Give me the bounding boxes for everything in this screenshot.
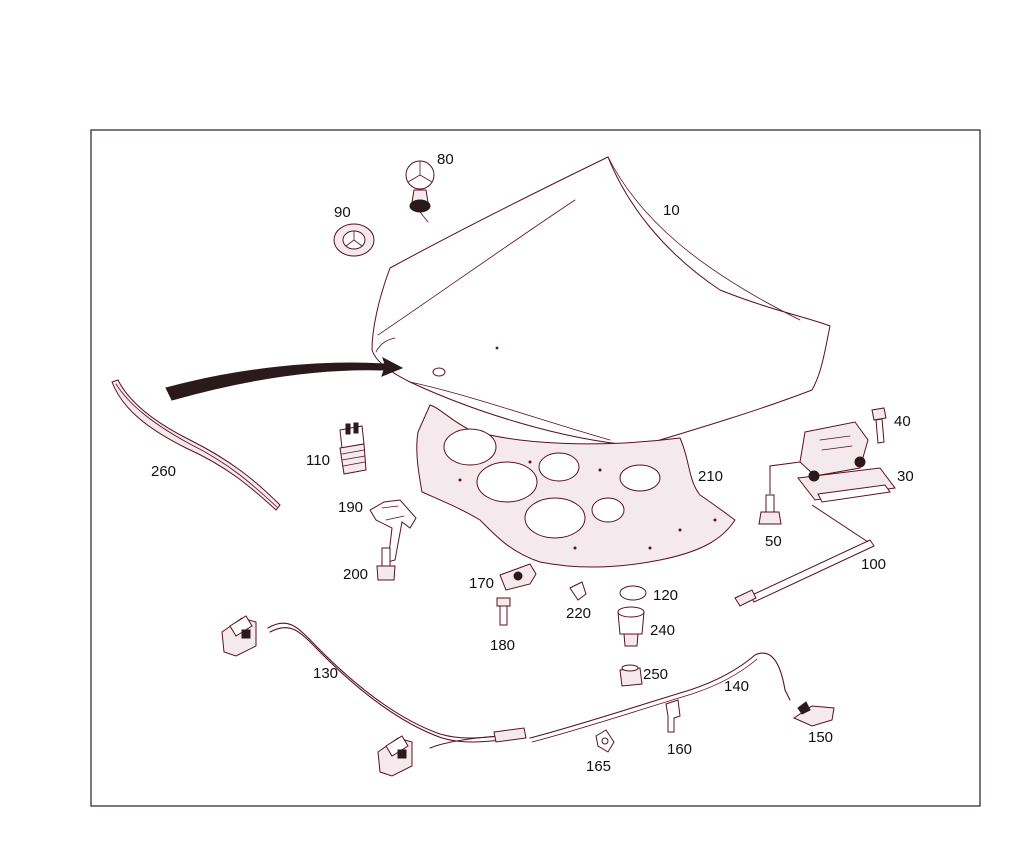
hinge-bracket[interactable] <box>369 499 417 563</box>
part-labels: 10 30 40 50 80 90 100 110 120 130 140 15… <box>151 151 914 775</box>
label-150: 150 <box>808 729 833 746</box>
direction-arrow <box>165 356 404 401</box>
label-160: 160 <box>667 741 692 758</box>
release-cable-130[interactable] <box>267 622 503 749</box>
label-220: 220 <box>566 605 591 622</box>
label-190: 190 <box>338 499 363 516</box>
bolt-40[interactable] <box>871 407 887 444</box>
label-170: 170 <box>469 575 494 592</box>
label-165: 165 <box>586 758 611 775</box>
hood-latch[interactable] <box>797 421 896 503</box>
clip-160[interactable] <box>665 699 681 733</box>
hood-panel[interactable] <box>371 156 831 447</box>
label-140: 140 <box>724 678 749 695</box>
insulation-mat[interactable] <box>416 404 736 568</box>
grommet-120[interactable] <box>619 585 647 601</box>
bolt-50[interactable] <box>758 494 782 525</box>
label-100: 100 <box>861 556 886 573</box>
label-30: 30 <box>897 468 914 485</box>
label-90: 90 <box>334 204 351 221</box>
cable-junction <box>493 727 527 743</box>
star-emblem[interactable] <box>405 160 435 223</box>
hood-buffer[interactable] <box>339 422 367 475</box>
clip-220[interactable] <box>569 581 587 601</box>
latch-lever-150[interactable] <box>792 701 835 727</box>
release-handle-lower[interactable] <box>377 735 413 777</box>
label-50: 50 <box>765 533 782 550</box>
label-130: 130 <box>313 665 338 682</box>
label-180: 180 <box>490 637 515 654</box>
bolt-200[interactable] <box>376 547 396 581</box>
label-120: 120 <box>653 587 678 604</box>
leader-50 <box>769 461 801 494</box>
label-250: 250 <box>643 666 668 683</box>
bolt-180[interactable] <box>496 597 511 626</box>
emblem-badge[interactable] <box>333 223 375 257</box>
nut-250[interactable] <box>619 664 643 687</box>
diagram-frame <box>90 129 981 807</box>
label-210: 210 <box>698 468 723 485</box>
clip-165[interactable] <box>595 729 615 753</box>
label-260: 260 <box>151 463 176 480</box>
weatherstrip-seal[interactable] <box>111 379 281 511</box>
release-cable-140[interactable] <box>529 652 791 743</box>
gas-strut[interactable] <box>734 504 875 607</box>
bump-stop-240[interactable] <box>617 606 645 647</box>
label-110: 110 <box>306 452 330 469</box>
label-240: 240 <box>650 622 675 639</box>
lock-bracket[interactable] <box>499 563 537 591</box>
label-80: 80 <box>437 151 454 168</box>
label-40: 40 <box>894 413 911 430</box>
label-200: 200 <box>343 566 368 583</box>
label-10: 10 <box>663 202 680 219</box>
release-handle-upper[interactable] <box>221 615 257 657</box>
